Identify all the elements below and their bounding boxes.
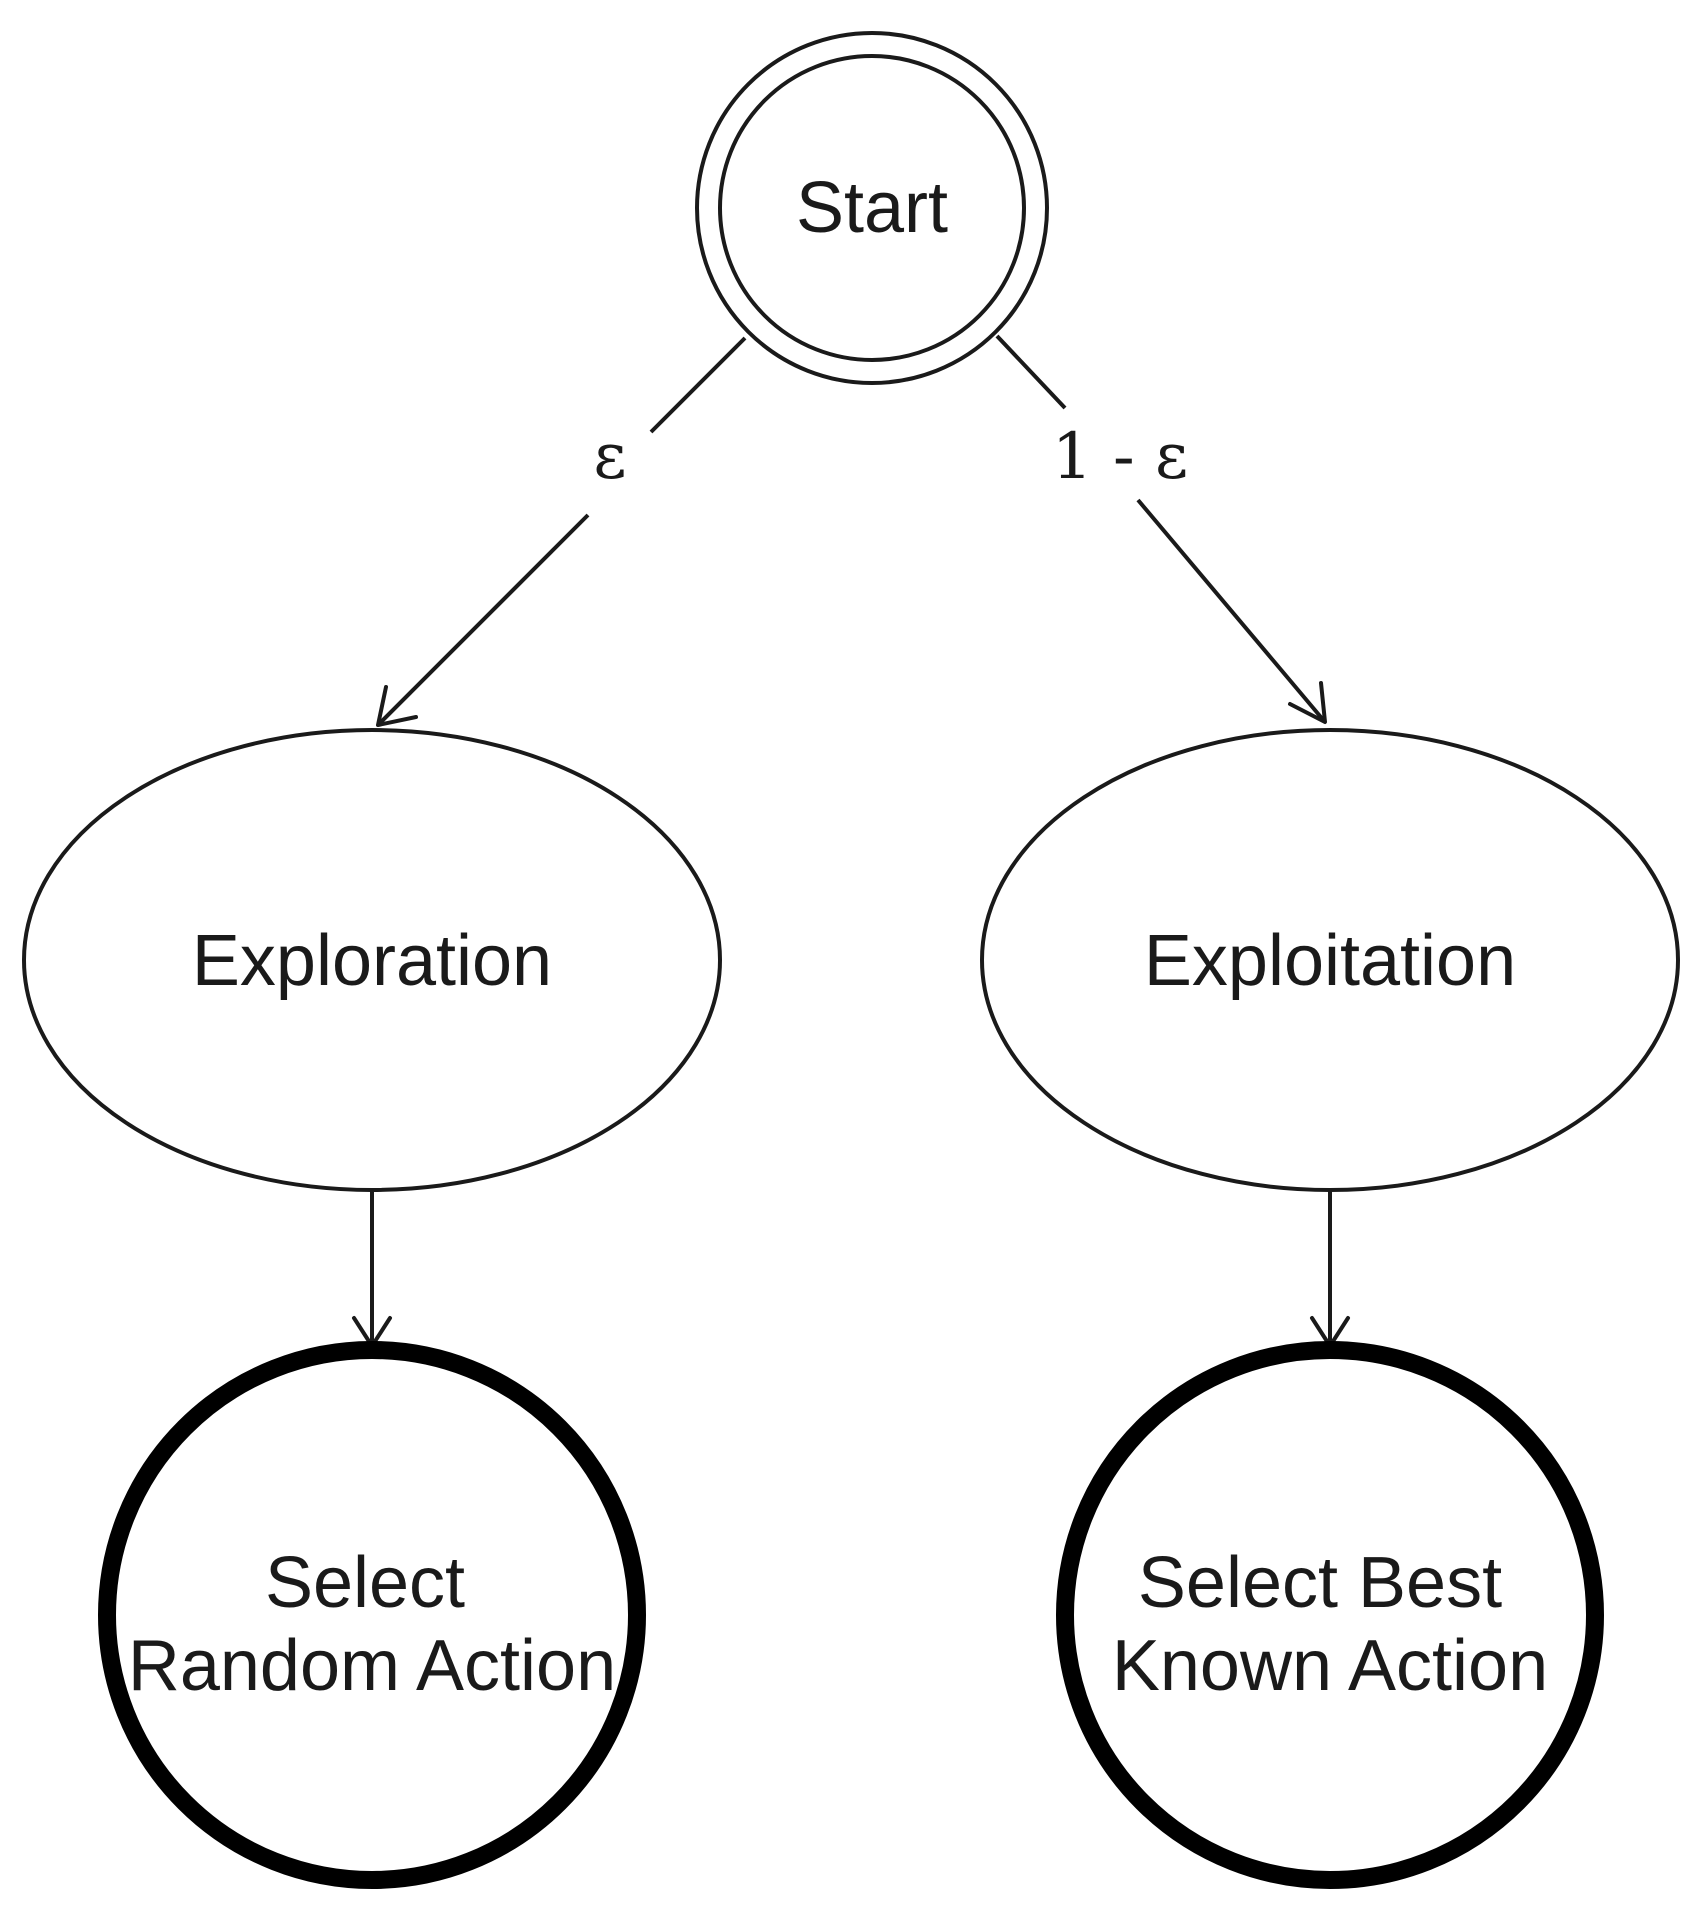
edge-start-to-exploitation: 1 - ε <box>995 334 1327 724</box>
best-action-label-line-1: Select Best <box>1138 1543 1502 1623</box>
edge-start-to-exploration: ε <box>376 336 747 727</box>
edge-exploration-to-random-action <box>352 1190 392 1348</box>
epsilon-label: ε <box>593 420 626 494</box>
best-action-label-line-2: Known Action <box>1112 1626 1548 1706</box>
exploitation-label: Exploitation <box>1144 921 1516 1001</box>
start-node: Start <box>695 31 1049 385</box>
random-action-label-line-2: Random Action <box>128 1626 616 1706</box>
random-action-node: Select Random Action <box>98 1341 646 1889</box>
arrowhead-icon <box>376 685 418 727</box>
exploration-node: Exploration <box>22 728 722 1192</box>
best-action-node: Select Best Known Action <box>1056 1341 1604 1889</box>
random-action-label-line-1: Select <box>265 1543 465 1623</box>
one-minus-epsilon-label: 1 - ε <box>1052 420 1188 494</box>
start-label: Start <box>796 168 948 248</box>
exploitation-node: Exploitation <box>980 728 1680 1192</box>
exploration-label: Exploration <box>192 921 552 1001</box>
arrowhead-icon <box>1288 681 1327 724</box>
edge-exploitation-to-best-action <box>1310 1190 1350 1348</box>
